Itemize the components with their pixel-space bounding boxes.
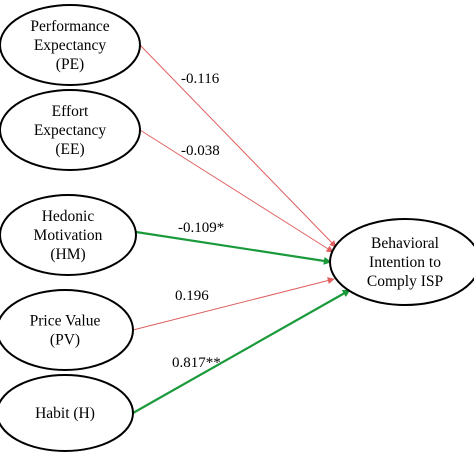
path-coefficient-ee: -0.038: [181, 143, 220, 159]
path-arrow-pe-to-bi: [139, 44, 337, 248]
construct-h: Habit (H): [0, 374, 134, 452]
construct-label-hm-line-2: Motivation: [34, 227, 103, 244]
construct-label-hm-line-1: Hedonic: [42, 208, 95, 225]
construct-ellipse-hm: [0, 194, 137, 276]
construct-ellipse-bi: [329, 218, 474, 306]
path-coefficient-h: 0.817**: [172, 355, 221, 371]
path-arrow-ee-to-bi: [139, 129, 334, 253]
construct-label-pe-line-3: (PE): [56, 56, 84, 73]
paths-layer: [132, 44, 351, 414]
construct-label-pv-line-2: (PV): [50, 332, 80, 349]
path-coefficient-hm: -0.109*: [178, 220, 224, 236]
construct-label-ee-line-3: (EE): [55, 141, 84, 158]
construct-pv: Price Value (PV): [0, 289, 134, 371]
path-arrow-pv-to-bi: [132, 277, 335, 331]
path-coefficient-pv: 0.196: [175, 288, 209, 304]
path-arrow-h-to-bi: [132, 289, 351, 414]
constructs-layer: PerformanceExpectancy(PE)EffortExpectanc…: [0, 4, 474, 452]
construct-label-ee-line-1: Effort: [52, 103, 89, 120]
construct-label-pe-line-1: Performance: [30, 18, 109, 35]
construct-label-hm-line-3: (HM): [50, 246, 85, 263]
construct-label-bi-line-1: Behavioral: [371, 235, 439, 252]
construct-label-pv-line-1: Price Value: [30, 313, 101, 330]
construct-ellipse-pe: [0, 4, 141, 86]
coefficients-layer: -0.116 -0.038 -0.109* 0.196 0.817**: [172, 71, 224, 371]
construct-label-h-line-1: Habit (H): [35, 405, 95, 422]
construct-ellipse-ee: [0, 89, 141, 171]
path-arrow-hm-to-bi: [135, 230, 332, 265]
construct-label-bi-line-3: Comply ISP: [367, 273, 443, 290]
construct-ellipse-h: [0, 374, 134, 452]
construct-label-bi-line-2: Intention to: [369, 254, 441, 271]
construct-label-ee-line-2: Expectancy: [34, 122, 107, 139]
construct-label-pe-line-2: Expectancy: [34, 37, 107, 54]
construct-ellipse-pv: [0, 289, 134, 371]
path-coefficient-pe: -0.116: [181, 71, 220, 87]
